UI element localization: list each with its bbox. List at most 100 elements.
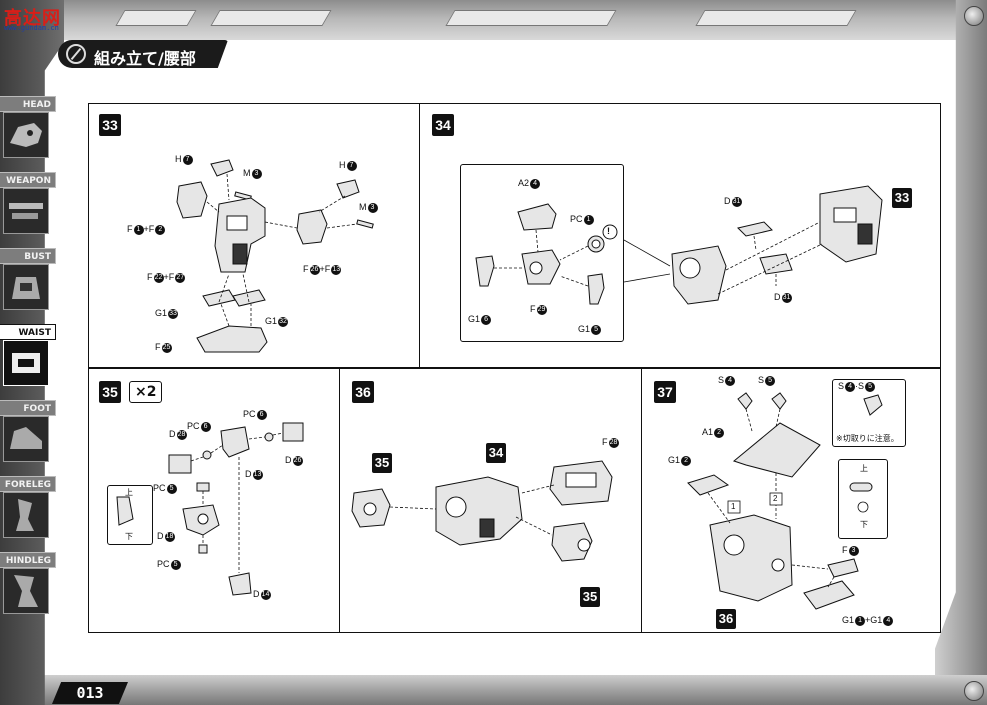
- bust-icon: [3, 264, 49, 310]
- part-code: PC: [157, 559, 170, 569]
- part-number-badge: 32: [278, 316, 289, 327]
- watermark-logo: 高达网: [4, 8, 61, 29]
- step-35-illustration: [116, 422, 304, 596]
- part-number-badge: 5: [591, 324, 602, 335]
- tab-foot[interactable]: FOOT: [0, 400, 56, 416]
- foreleg-icon: [3, 492, 49, 538]
- sequence-number: 2: [773, 494, 778, 503]
- tab-hindleg[interactable]: HINDLEG: [0, 552, 56, 568]
- part-number-badge: 31: [781, 292, 792, 303]
- weapon-icon: [3, 188, 49, 234]
- part-code: M: [359, 202, 367, 212]
- part-number-badge: 2: [155, 224, 166, 235]
- frame-bottom: [0, 675, 987, 705]
- part-number-badge: 13: [252, 469, 263, 480]
- part-code: A1: [702, 427, 714, 437]
- part-code: F: [842, 545, 848, 555]
- tab-foreleg[interactable]: FORELEG: [0, 476, 56, 492]
- part-code: G1: [668, 455, 681, 465]
- part-number-badge: 2: [681, 455, 692, 466]
- part-number-badge: 5: [170, 559, 181, 570]
- part-code: F: [530, 304, 536, 314]
- part-code: G1: [265, 316, 278, 326]
- part-code: F: [147, 272, 153, 282]
- part-number-badge: 5: [865, 381, 876, 392]
- foot-icon: [3, 416, 49, 462]
- part-number-badge: 7: [346, 160, 357, 171]
- part-number-badge: 4: [530, 178, 541, 189]
- wrench-icon: [66, 44, 86, 64]
- part-code: G1: [842, 615, 855, 625]
- part-code: M: [243, 168, 251, 178]
- part-code: +G1: [865, 615, 883, 625]
- step-reference: 34: [486, 443, 506, 463]
- part-number-badge: 25: [161, 342, 172, 353]
- part-code: F: [127, 224, 133, 234]
- part-number-badge: 6: [481, 314, 492, 325]
- part-code: A2: [518, 178, 530, 188]
- part-number-badge: 18: [164, 531, 175, 542]
- part-code: D: [157, 531, 164, 541]
- part-code: S: [758, 375, 765, 385]
- screw-icon: [964, 6, 984, 26]
- part-number-badge: 1: [583, 214, 594, 225]
- part-number-badge: 33: [168, 308, 179, 319]
- tab-bust[interactable]: BUST: [0, 248, 56, 264]
- part-code: +F: [163, 272, 175, 282]
- tab-waist[interactable]: WAIST: [0, 324, 56, 340]
- page-number: 013: [52, 682, 128, 704]
- part-number-badge: 7: [182, 154, 193, 165]
- part-code: PC: [187, 421, 200, 431]
- part-number-badge: 5: [765, 375, 776, 386]
- step-number: 34: [432, 114, 454, 136]
- multiplier-badge: ×2: [129, 381, 163, 403]
- part-code: PC: [570, 214, 583, 224]
- tab-head[interactable]: HEAD: [0, 96, 56, 112]
- cutting-caution-note: ※切取りに注意。: [836, 434, 899, 443]
- part-number-badge: 28: [608, 437, 619, 448]
- part-number-badge: 5: [166, 483, 177, 494]
- step-number: 36: [352, 381, 374, 403]
- direction-label: 上: [860, 464, 868, 473]
- step-34-panel: 34: [419, 103, 941, 368]
- part-number-badge: 3: [848, 545, 859, 556]
- part-code: G1: [468, 314, 481, 324]
- part-code: F: [155, 342, 161, 352]
- part-code: +F: [319, 264, 331, 274]
- part-code: PC: [153, 483, 166, 493]
- part-code: F: [602, 437, 608, 447]
- part-number-badge: 6: [200, 421, 211, 432]
- part-number-badge: 4: [845, 381, 856, 392]
- waist-icon: [3, 340, 49, 386]
- part-number-badge: 31: [731, 196, 742, 207]
- part-code: H: [339, 160, 346, 170]
- part-number-badge: 27: [175, 272, 186, 283]
- part-code: D: [285, 455, 292, 465]
- part-number-badge: 14: [260, 589, 271, 600]
- step-33-illustration: [176, 159, 374, 353]
- frame-slot: [695, 10, 857, 26]
- part-code: PC: [243, 409, 256, 419]
- step-reference: 33: [892, 188, 912, 208]
- part-code: ·S: [855, 381, 865, 391]
- part-number-badge: 26: [309, 264, 320, 275]
- frame-right: [935, 0, 987, 705]
- tab-weapon[interactable]: WEAPON: [0, 172, 56, 188]
- part-code: G1: [155, 308, 168, 318]
